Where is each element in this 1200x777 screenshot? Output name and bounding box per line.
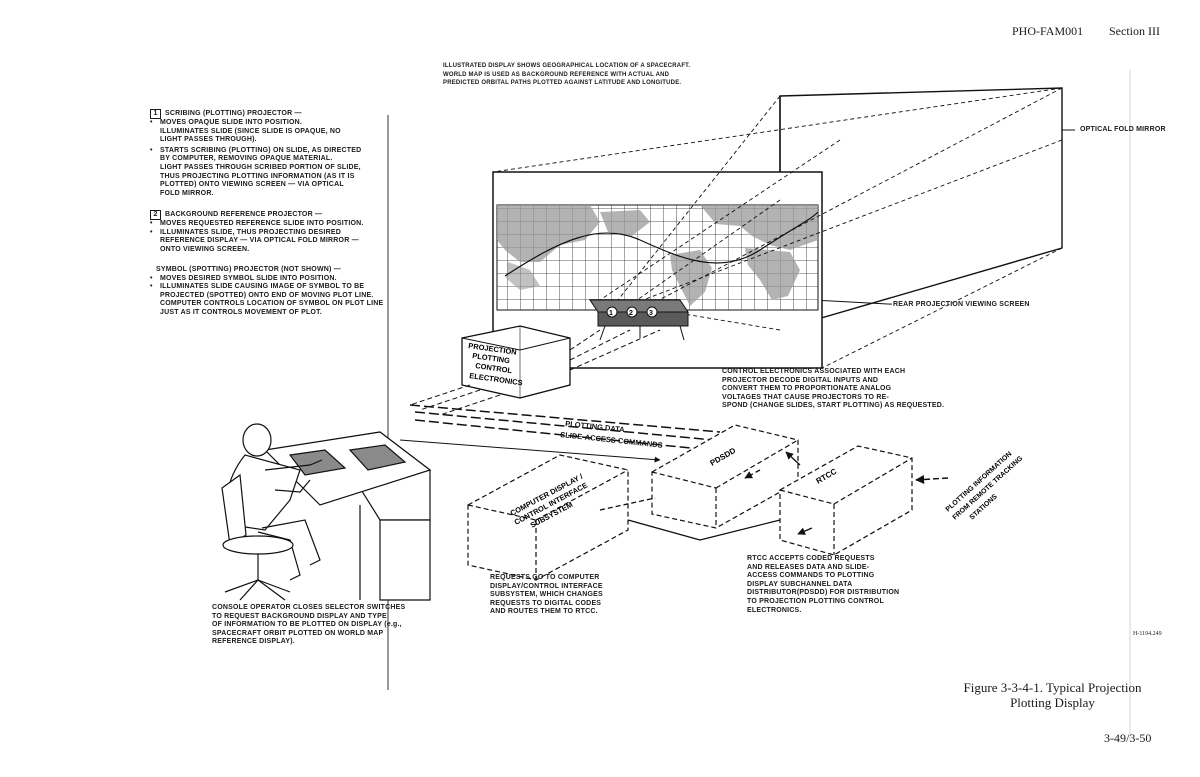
scribing-projector-note: 1 SCRIBING (PLOTTING) PROJECTOR — MOVES O… [150,109,361,198]
optical-fold-mirror-label: OPTICAL FOLD MIRROR [1080,126,1166,135]
note-line: STARTS SCRIBING (PLOTTING) ON SLIDE, AS … [160,147,361,156]
remote-stations-line-1: PLOTTING INFORMATION [945,451,1014,514]
note-line: REFERENCE DISPLAY — VIA OPTICAL FOLD MIR… [160,237,364,246]
note-line: SUBSYSTEM, WHICH CHANGES [490,591,603,600]
background-number: 2 [150,210,161,220]
note-line: LIGHT PASSES THROUGH SCRIBED PORTION OF … [160,164,361,173]
symbol-title: SYMBOL (SPOTTING) PROJECTOR (NOT SHOWN) … [150,266,383,275]
note-line: CONTROL ELECTRONICS ASSOCIATED WITH EACH [722,368,944,377]
note-line: VOLTAGES THAT CAUSE PROJECTORS TO RE- [722,394,944,403]
note-line: LIGHT PASSES THROUGH). [160,136,361,145]
drawing-id: H-1194.249 [1133,631,1162,637]
scribing-title: SCRIBING (PLOTTING) PROJECTOR — [165,110,302,117]
symbol-projector-note: SYMBOL (SPOTTING) PROJECTOR (NOT SHOWN) … [150,266,383,318]
symbol-bullet-2: ILLUMINATES SLIDE CAUSING IMAGE OF SYMBO… [150,283,383,317]
note-line: TO PROJECTION PLOTTING CONTROL [747,598,899,607]
note-line: CONVERT THEM TO PROPORTIONATE ANALOG [722,385,944,394]
figure-caption: Figure 3-3-4-1. Typical Projection Plott… [940,680,1165,710]
note-line: PROJECTOR DECODE DIGITAL INPUTS AND [722,377,944,386]
optical-fold-mirror [780,88,1075,330]
note-line: FOLD MIRROR. [160,190,361,199]
console-desk [265,432,430,600]
rear-projection-screen-label: REAR PROJECTION VIEWING SCREEN [893,301,1030,310]
figure-caption-line-1: Figure 3-3-4-1. Typical Projection [940,680,1165,695]
slide-access-commands-label: SLIDE-ACCESS COMMANDS [560,430,663,450]
note-line: DISTRIBUTOR(PDSDD) FOR DISTRIBUTION [747,589,899,598]
rtcc-note: RTCC ACCEPTS CODED REQUESTS AND RELEASES… [747,555,899,615]
rtcc-box [780,446,912,555]
control-electronics-note: CONTROL ELECTRONICS ASSOCIATED WITH EACH… [722,368,944,411]
note-line: ILLUMINATES SLIDE, THUS PROJECTING DESIR… [160,229,364,238]
background-projector-note: 2 BACKGROUND REFERENCE PROJECTOR — MOVES … [150,210,364,254]
note-line: REQUESTS TO DIGITAL CODES [490,600,603,609]
note-line: MOVES REQUESTED REFERENCE SLIDE INTO POS… [160,220,364,229]
projector-number-2: 2 [629,310,633,317]
note-line: SPACECRAFT ORBIT PLOTTED ON WORLD MAP [212,630,405,639]
note-line: SPOND (CHANGE SLIDES, START PLOTTING) AS… [722,402,944,411]
note-line: JUST AS IT CONTROLS MOVEMENT OF PLOT. [160,309,383,318]
background-bullet-2: ILLUMINATES SLIDE, THUS PROJECTING DESIR… [150,229,364,255]
symbol-bullet-1: MOVES DESIRED SYMBOL SLIDE INTO POSITION… [150,275,383,284]
note-line: ILLUMINATES SLIDE (SINCE SLIDE IS OPAQUE… [160,128,361,137]
projection-plotting-control-electronics-box: PROJECTION PLOTTING CONTROL ELECTRONICS [462,326,570,398]
pdsdd-box [652,425,798,528]
remote-stations-line-2: FROM REMOTE TRACKING [952,455,1025,522]
console-operator-note: CONSOLE OPERATOR CLOSES SELECTOR SWITCHE… [212,604,405,647]
scribing-bullet-1: MOVES OPAQUE SLIDE INTO POSITION. ILLUMI… [150,119,361,145]
note-line: PROJECTED (SPOTTED) ONTO END OF MOVING P… [160,292,383,301]
note-line: MOVES DESIRED SYMBOL SLIDE INTO POSITION… [160,275,383,284]
background-bullet-1: MOVES REQUESTED REFERENCE SLIDE INTO POS… [150,220,364,229]
background-title: BACKGROUND REFERENCE PROJECTOR — [165,211,322,218]
top-caption-line: ILLUSTRATED DISPLAY SHOWS GEOGRAPHICAL L… [443,62,690,71]
note-line: REFERENCE DISPLAY). [212,638,405,647]
note-line: TO REQUEST BACKGROUND DISPLAY AND TYPE [212,613,405,622]
note-line: DISPLAY SUBCHANNEL DATA [747,581,899,590]
requests-note: REQUESTS GO TO COMPUTER DISPLAY/CONTROL … [490,574,603,617]
figure-caption-line-2: Plotting Display [940,695,1165,710]
scribing-bullet-2: STARTS SCRIBING (PLOTTING) ON SLIDE, AS … [150,147,361,199]
projector-number-1: 1 [609,310,613,317]
top-caption: ILLUSTRATED DISPLAY SHOWS GEOGRAPHICAL L… [443,62,690,88]
note-line: THUS PROJECTING PLOTTING INFORMATION (AS… [160,173,361,182]
note-line: MOVES OPAQUE SLIDE INTO POSITION. [160,119,361,128]
note-line: ELECTRONICS. [747,607,899,616]
note-line: AND RELEASES DATA AND SLIDE- [747,564,899,573]
note-line: ACCESS COMMANDS TO PLOTTING [747,572,899,581]
note-line: BY COMPUTER, REMOVING OPAQUE MATERIAL. [160,155,361,164]
top-caption-line: PREDICTED ORBITAL PATHS PLOTTED AGAINST … [443,79,690,88]
note-line: ILLUMINATES SLIDE CAUSING IMAGE OF SYMBO… [160,283,383,292]
note-line: REQUESTS GO TO COMPUTER [490,574,603,583]
note-line: OF INFORMATION TO BE PLOTTED ON DISPLAY … [212,621,405,630]
note-line: DISPLAY/CONTROL INTERFACE [490,583,603,592]
scribing-number: 1 [150,109,161,119]
page-number: 3-49/3-50 [1104,731,1151,746]
note-line: CONSOLE OPERATOR CLOSES SELECTOR SWITCHE… [212,604,405,613]
projector-number-3: 3 [649,310,653,317]
note-line: COMPUTER CONTROLS LOCATION OF SYMBOL ON … [160,300,383,309]
document-id: PHO-FAM001 [1012,24,1083,39]
note-line: ONTO VIEWING SCREEN. [160,246,364,255]
note-line: RTCC ACCEPTS CODED REQUESTS [747,555,899,564]
note-line: AND ROUTES THEM TO RTCC. [490,608,603,617]
top-caption-line: WORLD MAP IS USED AS BACKGROUND REFERENC… [443,71,690,80]
section-label: Section III [1109,24,1160,39]
note-line: PLOTTED) ONTO VIEWING SCREEN — VIA OPTIC… [160,181,361,190]
